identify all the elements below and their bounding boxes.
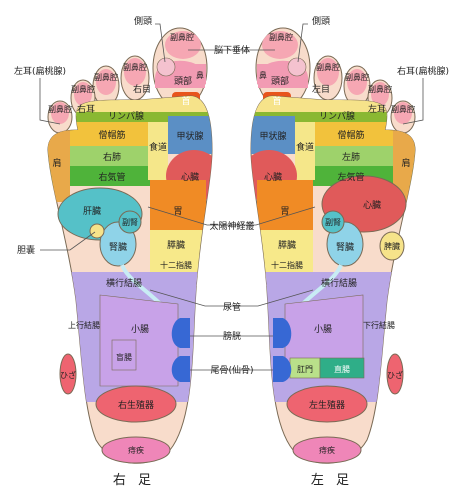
zone-label: 副鼻腔 bbox=[170, 32, 194, 42]
zone-label: 副鼻腔 bbox=[123, 62, 147, 72]
zone-label: 右肺 bbox=[103, 151, 121, 163]
zone-label: 僧帽筋 bbox=[98, 129, 125, 141]
zone-label: 左気管 bbox=[337, 171, 364, 183]
right-small-intestine-zone bbox=[100, 295, 178, 386]
zone-label: 肩 bbox=[401, 157, 410, 169]
callout-left-ear-tonsil: 左耳(扁桃腺) bbox=[14, 65, 66, 77]
zone-label: 食道 bbox=[296, 141, 314, 153]
zone-label: 上行結腸 bbox=[68, 320, 100, 330]
zone-label: 右生殖器 bbox=[118, 399, 154, 411]
right-foot-label: 右 足 bbox=[113, 473, 155, 488]
zone-label: 心臓 bbox=[264, 172, 282, 183]
right-foot: 副鼻腔 頭部 鼻 首 副鼻腔 副鼻腔 副鼻腔 副鼻腔 右目 右耳 リンパ腺 僧帽… bbox=[40, 28, 222, 463]
zone-label: 首 bbox=[272, 95, 281, 107]
zone-label: 頭部 bbox=[271, 75, 289, 87]
zone-label: 副鼻腔 bbox=[48, 104, 72, 114]
zone-label: 右目 bbox=[133, 83, 151, 95]
zone-label: 直腸 bbox=[334, 364, 350, 374]
zone-label: 十二指腸 bbox=[271, 260, 303, 270]
zone-label: 肛門 bbox=[297, 365, 313, 374]
zone-label: 左耳 bbox=[368, 103, 386, 115]
zone-label: 腎臓 bbox=[109, 242, 127, 253]
zone-label: 左肺 bbox=[342, 151, 360, 163]
zone-label: 痔疾 bbox=[128, 445, 144, 455]
zone-label: 副鼻腔 bbox=[71, 84, 95, 94]
zone-label: 心臓 bbox=[181, 172, 199, 183]
zone-label: 鼻 bbox=[259, 70, 267, 80]
zone-label: 副鼻腔 bbox=[368, 84, 392, 94]
callout-coccyx: 尾骨(仙骨) bbox=[210, 364, 253, 376]
zone-label: 首 bbox=[181, 95, 190, 107]
callout-solar-plexus: 太陽神経叢 bbox=[209, 220, 254, 232]
zone-label: ひざ bbox=[60, 370, 76, 380]
zone-label: 甲状腺 bbox=[176, 130, 203, 142]
left-big-toe-side-zone bbox=[288, 58, 306, 76]
zone-label: 横行結腸 bbox=[106, 277, 142, 289]
callout-gallbladder: 胆嚢 bbox=[17, 244, 35, 256]
left-foot-label: 左 足 bbox=[311, 473, 353, 488]
zone-label: 鼻 bbox=[196, 70, 204, 80]
zone-label: 小腸 bbox=[314, 324, 332, 335]
zone-label: 右気管 bbox=[98, 171, 125, 183]
zone-label: 横行結腸 bbox=[321, 277, 357, 289]
zone-label: 膵臓 bbox=[278, 240, 296, 251]
zone-label: 膵臓 bbox=[167, 240, 185, 251]
right-gallbladder-zone bbox=[90, 224, 104, 238]
zone-label: 左生殖器 bbox=[309, 399, 345, 411]
zone-label: 僧帽筋 bbox=[337, 129, 364, 141]
zone-label: 盲腸 bbox=[116, 352, 132, 362]
zone-label: 十二指腸 bbox=[160, 260, 192, 270]
zone-label: リンパ腺 bbox=[108, 110, 144, 122]
zone-label: 左目 bbox=[312, 83, 330, 95]
zone-label: 副鼻腔 bbox=[269, 32, 293, 42]
zone-label: 副鼻腔 bbox=[391, 104, 415, 114]
zone-label: 副腎 bbox=[325, 218, 341, 227]
zone-label: 副腎 bbox=[122, 218, 138, 227]
zone-label: リンパ腺 bbox=[319, 110, 355, 122]
callout-head-side-left: 側頭 bbox=[312, 15, 330, 27]
zone-label: 腎臓 bbox=[336, 242, 354, 253]
zone-label: ひざ bbox=[387, 370, 403, 380]
callout-head-side-right: 側頭 bbox=[134, 15, 152, 27]
callout-ureter: 尿管 bbox=[223, 301, 241, 313]
zone-label: 食道 bbox=[149, 141, 167, 153]
zone-label: 小腸 bbox=[131, 324, 149, 335]
zone-label: 副鼻腔 bbox=[316, 62, 340, 72]
callout-right-ear-tonsil: 右耳(扁桃腺) bbox=[397, 65, 449, 77]
zone-label: 右耳 bbox=[77, 103, 95, 115]
zone-label: 甲状腺 bbox=[259, 130, 286, 142]
zone-label: 痔疾 bbox=[319, 445, 335, 455]
zone-label: 副鼻腔 bbox=[345, 72, 369, 82]
zone-label: 下行結腸 bbox=[363, 320, 395, 330]
zone-label: 脾臓 bbox=[384, 241, 400, 251]
left-foot: 副鼻腔 頭部 鼻 首 副鼻腔 副鼻腔 副鼻腔 副鼻腔 左目 左耳 リンパ腺 僧帽… bbox=[241, 28, 423, 463]
callout-bladder: 膀胱 bbox=[223, 330, 241, 342]
callout-pituitary: 脳下垂体 bbox=[214, 44, 250, 56]
zone-label: 肩 bbox=[52, 157, 61, 169]
right-big-toe-side-zone bbox=[157, 58, 175, 76]
zone-label: 肝臓 bbox=[83, 206, 101, 217]
zone-label: 副鼻腔 bbox=[94, 72, 118, 82]
zone-label: 頭部 bbox=[174, 75, 192, 87]
zone-label: 心臓 bbox=[363, 200, 381, 211]
